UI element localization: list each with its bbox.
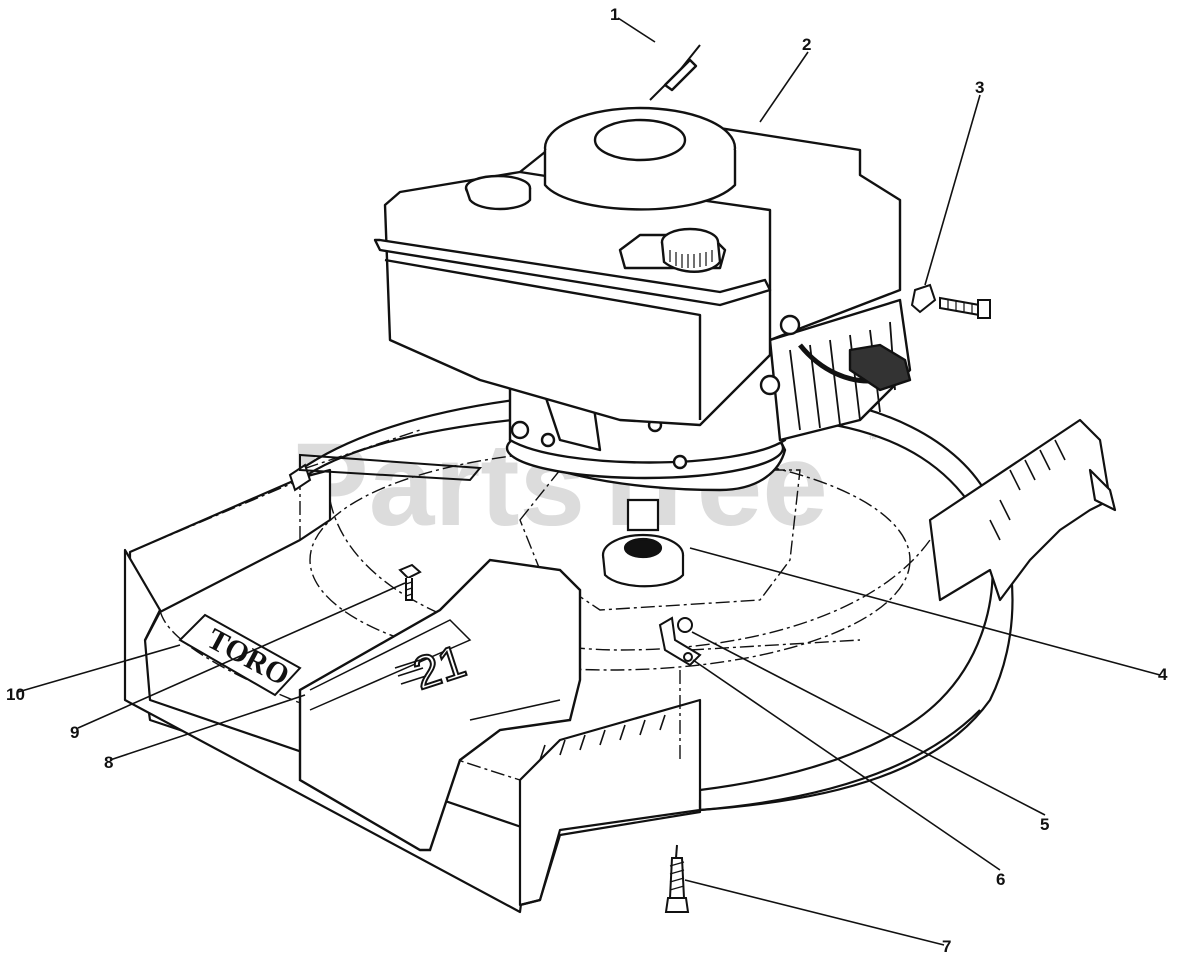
callout-1: 1: [610, 5, 619, 24]
leader-lines: [17, 17, 1161, 946]
callout-2: 2: [802, 35, 811, 54]
decal: TORO: [178, 613, 302, 697]
watermark-trademark: ™: [868, 434, 877, 444]
blade-adapter: [601, 498, 685, 588]
callout-5: 5: [1040, 815, 1049, 834]
deflector: 21: [298, 558, 582, 852]
callout-10: 10: [6, 685, 25, 704]
callout-8: 8: [104, 753, 113, 772]
screw-7: [664, 844, 690, 913]
decal-text: TORO: [202, 622, 295, 692]
callout-6: 6: [996, 870, 1005, 889]
screw-3: [910, 283, 991, 319]
bolt-9: [398, 563, 422, 601]
callout-labels: 1 2 3 4 5 6 7 8 9 10: [6, 5, 1168, 956]
callout-3: 3: [975, 78, 984, 97]
callout-9: 9: [70, 723, 79, 742]
callout-7: 7: [942, 937, 951, 956]
callout-4: 4: [1158, 665, 1168, 684]
bracket: [658, 616, 702, 667]
deck-bracket-left: [288, 453, 483, 492]
engine: [373, 44, 912, 492]
